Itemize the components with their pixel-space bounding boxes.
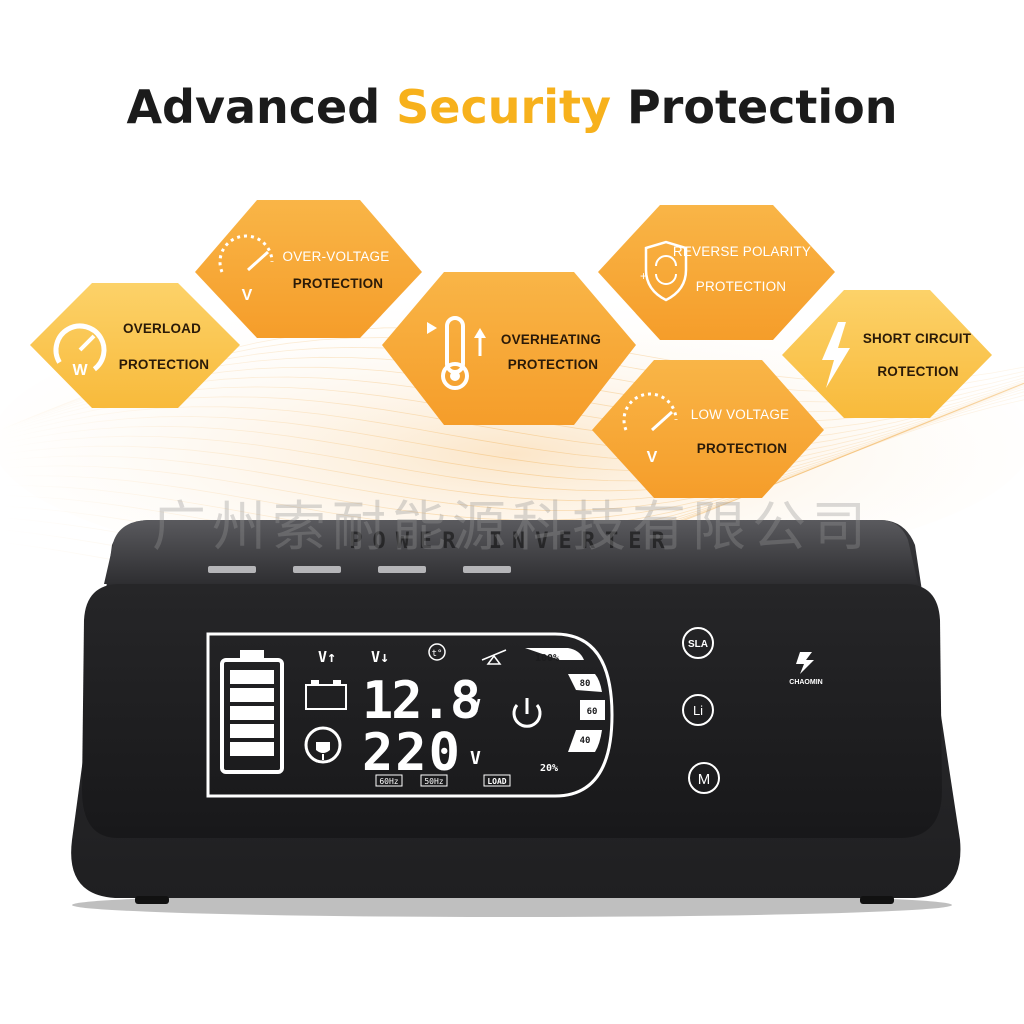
feature-short-circuit: SHORT CIRCUIT ROTECTION (782, 290, 992, 418)
overheating-label-2: PROTECTION (508, 357, 599, 372)
usb-port[interactable] (293, 566, 341, 573)
mode-button[interactable]: M (688, 762, 720, 794)
headline-accent: Security (396, 80, 611, 134)
short-circuit-label-2: ROTECTION (877, 364, 958, 379)
svg-text:+: + (640, 269, 647, 283)
usb-ports (208, 566, 511, 573)
background-wave-line (0, 383, 1024, 482)
output-voltage-unit: V (470, 748, 481, 769)
lcd-display: V↑ V↓ t° 12.8 V 220 V 60Hz 50Hz LOAD (206, 632, 614, 798)
li-button[interactable]: Li (682, 694, 714, 726)
freq-60hz-indicator: 60Hz (379, 777, 398, 786)
background-wave-line (0, 382, 1024, 492)
low-voltage-label-1: LOW VOLTAGE (691, 407, 789, 422)
overload-label-1: OVERLOAD (123, 321, 201, 336)
svg-text:100%: 100% (535, 653, 559, 664)
overheating-label-1: OVERHEATING (501, 332, 601, 347)
over-voltage-label-1: OVER-VOLTAGE (283, 249, 390, 264)
ac-plug-icon (304, 726, 342, 764)
background-wave-line (0, 382, 1024, 502)
svg-text:40: 40 (580, 736, 591, 746)
load-indicator: LOAD (487, 777, 506, 786)
front-panel (82, 584, 942, 838)
usb-port[interactable] (208, 566, 256, 573)
sla-button[interactable]: SLA (682, 627, 714, 659)
battery-voltage-unit: V (470, 696, 481, 717)
feature-overload: W OVERLOAD PROTECTION (30, 283, 240, 408)
feature-reverse-polarity: + REVERSE POLARITY PROTECTION (598, 205, 835, 340)
output-voltage-readout: 220 (362, 723, 462, 783)
gauge-v-icon: V (218, 234, 274, 304)
battery-voltage-readout: 12.8 (362, 671, 479, 731)
thermometer-icon (427, 316, 486, 390)
svg-text:W: W (72, 362, 88, 379)
freq-50hz-indicator: 50Hz (424, 777, 443, 786)
short-circuit-label-1: SHORT CIRCUIT (863, 331, 972, 346)
background-wave-line (0, 383, 1024, 472)
car-battery-icon (305, 680, 347, 710)
feature-over-voltage: V OVER-VOLTAGE PROTECTION (195, 200, 422, 338)
low-voltage-label-2: PROTECTION (697, 441, 788, 456)
feature-low-voltage: V LOW VOLTAGE PROTECTION (592, 360, 824, 498)
li-button-label: Li (693, 703, 703, 718)
gauge-w-icon: W (53, 323, 107, 379)
headline: Advanced Security Protection (0, 80, 1024, 134)
shield-polarity-icon: + (640, 240, 688, 302)
svg-text:t°: t° (432, 649, 443, 659)
usb-port[interactable] (378, 566, 426, 573)
svg-text:V: V (647, 449, 658, 466)
feature-overheating: OVERHEATING PROTECTION (382, 272, 636, 425)
overload-label-2: PROTECTION (119, 357, 210, 372)
gauge-v-icon: V (622, 392, 678, 466)
reverse-polarity-label-2: PROTECTION (696, 279, 787, 294)
sla-button-label: SLA (688, 639, 708, 650)
load-scale: 100% 80 60 40 20% (525, 648, 605, 774)
voltage-down-indicator: V↓ (371, 648, 389, 666)
usb-port[interactable] (463, 566, 511, 573)
headline-part-3: Protection (626, 80, 898, 134)
brand-logo: CHAOMIN (789, 652, 823, 686)
temperature-icon (428, 643, 446, 661)
brand-name: CHAOMIN (789, 679, 822, 686)
headline-part-1: Advanced (126, 80, 381, 134)
battery-icon (220, 650, 284, 774)
svg-text:80: 80 (580, 679, 591, 689)
voltage-up-indicator: V↑ (318, 648, 336, 666)
over-voltage-label-2: PROTECTION (293, 276, 384, 291)
svg-text:60: 60 (587, 707, 598, 717)
power-icon (512, 698, 542, 728)
svg-text:V: V (242, 287, 253, 304)
overload-warning-icon (481, 649, 507, 665)
mode-button-label: M (698, 771, 711, 788)
lightning-icon (822, 322, 850, 388)
svg-text:20%: 20% (540, 763, 558, 774)
background-wave-line (0, 382, 1024, 511)
device-top-label: POWER INVERTER (349, 529, 674, 554)
reverse-polarity-label-1: REVERSE POLARITY (673, 244, 811, 259)
